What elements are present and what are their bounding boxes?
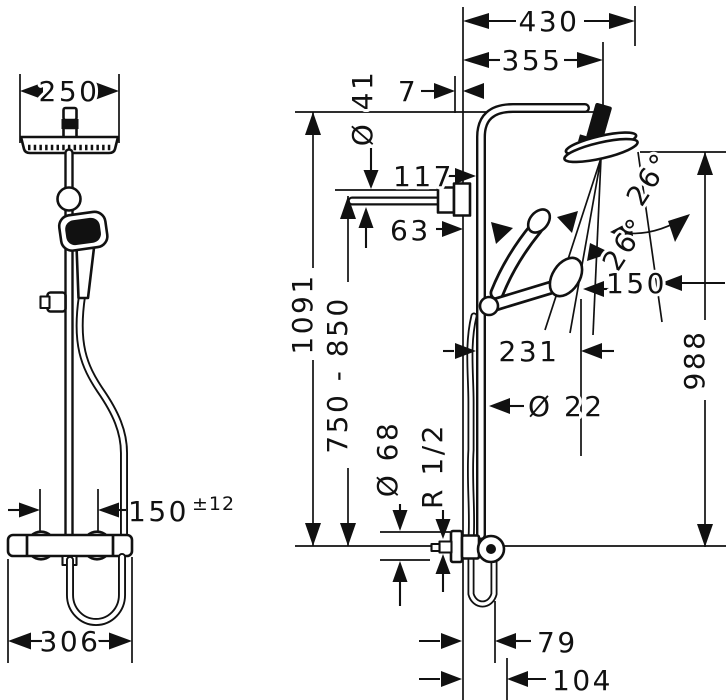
dim-430-label: 430: [519, 5, 580, 38]
hand-shower-front: [57, 210, 109, 300]
hand-shower-face: [65, 217, 101, 246]
slider-ring-front: [56, 186, 82, 212]
dim-thermostat-width-label: 306: [40, 625, 101, 658]
dim-231-label: 231: [499, 335, 560, 368]
arrow-down-icon: [697, 524, 713, 547]
shower-hose-front: [75, 292, 128, 539]
arrow-left-icon: [581, 343, 602, 359]
dimension-overhead-width: 250: [19, 72, 120, 143]
dim-1091-label: 1091: [286, 273, 319, 354]
arrow-down-icon: [435, 519, 451, 539]
arrow-left-icon: [495, 633, 516, 649]
overhead-shower-side: [563, 102, 639, 164]
dimension-top-offset: 7: [395, 72, 484, 111]
dimension-thermostat-width: 306: [7, 557, 133, 663]
dim-150-value: 150: [128, 495, 189, 528]
dimension-hose-projection: 104: [419, 661, 613, 700]
lower-wall-connection: [430, 529, 506, 564]
dim-7-label: 7: [398, 75, 418, 108]
dim-overhead-width-label: 250: [39, 75, 100, 108]
arrow-left-icon: [583, 281, 604, 297]
arrow-right-icon: [19, 502, 40, 518]
arrow-up-icon: [305, 112, 321, 135]
overhead-shower-front: [19, 106, 120, 155]
dimension-pipe-diameter: Ø 22: [489, 387, 605, 426]
dim-750-850-label: 750 - 850: [321, 296, 354, 453]
dim-150-side-label: 150: [606, 267, 667, 300]
arrow-right-icon: [109, 632, 132, 650]
hand-shower-holder-front: [39, 291, 67, 313]
dimension-total-projection: 430: [463, 2, 635, 41]
dim-79-label: 79: [537, 626, 578, 659]
dim-angle-a-label: 26°: [620, 146, 679, 212]
thermostat-valve: [6, 530, 134, 567]
arrow-left-icon: [8, 632, 31, 650]
dimension-lower-escutcheon: Ø 68: [368, 418, 450, 606]
dim-63-label: 63: [390, 214, 431, 247]
arrow-right-icon: [441, 671, 462, 687]
hose-loop-front: [66, 553, 126, 626]
front-view: 250: [6, 72, 237, 663]
arrow-left-icon: [661, 275, 682, 291]
arrow-down-icon: [363, 170, 379, 189]
arrow-right-icon: [96, 82, 119, 100]
dimension-arm-projection: 355: [463, 41, 603, 80]
dimension-thread: R 1/2: [413, 420, 452, 592]
arrow-right-icon: [441, 633, 462, 649]
dim-supply-distance-label: 150±12: [128, 493, 235, 528]
shower-hose-side: [466, 312, 498, 608]
arrow-down-icon: [340, 523, 356, 546]
slider-pivot: [478, 295, 500, 317]
arrow-right-icon: [609, 13, 635, 29]
dim-thread-label: R 1/2: [416, 423, 449, 509]
dim-117-label: 117: [393, 160, 454, 193]
arrow-up-icon: [435, 554, 451, 574]
dimension-total-height: 1091: [283, 112, 322, 546]
arrow-up-icon: [392, 561, 408, 582]
arrow-left-icon: [489, 398, 510, 414]
arrow-right-icon: [434, 83, 455, 99]
arrow-icon: [610, 221, 634, 243]
hand-shower-side: [478, 208, 584, 317]
dimension-spray-width: 150: [583, 264, 725, 303]
arrow-right-icon: [577, 52, 603, 68]
arrow-left-icon: [20, 82, 43, 100]
upper-wall-connection: [347, 182, 472, 217]
dimension-upper-escutcheon: Ø 41: [343, 67, 382, 189]
arrow-icon: [557, 211, 578, 233]
dim-dia68-label: Ø 68: [371, 421, 404, 498]
arrow-left-icon: [98, 502, 119, 518]
arrow-icon: [668, 214, 690, 242]
side-view: 430 355 7 Ø 41: [283, 2, 726, 700]
arrow-up-icon: [340, 196, 356, 219]
dimension-head-to-valve: 988: [675, 152, 714, 547]
dim-dia22-label: Ø 22: [528, 390, 605, 423]
dim-dia41-label: Ø 41: [346, 70, 379, 147]
arrow-icon: [587, 243, 611, 261]
arrow-right-icon: [455, 343, 476, 359]
arrow-right-icon: [442, 221, 463, 237]
dim-104-label: 104: [552, 664, 613, 697]
arrow-down-icon: [305, 523, 321, 546]
arrow-up-icon: [358, 207, 374, 228]
arrow-up-icon: [697, 152, 713, 175]
dimension-supply-distance: 150±12: [8, 489, 237, 531]
arrow-left-icon: [507, 671, 528, 687]
arrow-left-icon: [463, 52, 489, 68]
arrow-down-icon: [392, 510, 408, 531]
dim-988-label: 988: [678, 330, 711, 391]
dimension-117: 117: [390, 157, 476, 196]
dimension-handshower-projection: 231: [443, 332, 614, 371]
arrow-right-icon: [455, 168, 476, 184]
arrow-left-icon: [463, 83, 484, 99]
arrow-left-icon: [463, 13, 489, 29]
dim-355-label: 355: [502, 44, 563, 77]
arrow-icon: [491, 222, 513, 244]
dimension-63: 63: [358, 207, 463, 250]
dim-150-tolerance: ±12: [192, 493, 235, 515]
riser-pipe-side: [476, 103, 590, 540]
dimension-mounting-height: 750 - 850: [318, 196, 357, 546]
dimension-hose-clearance: 79: [419, 623, 578, 662]
